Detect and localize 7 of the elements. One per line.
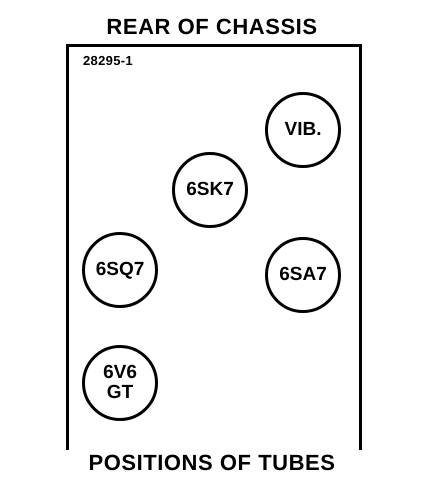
tube-label: 6SQ7 <box>94 260 146 280</box>
diagram-title: REAR OF CHASSIS <box>105 13 319 41</box>
part-number: 28295-1 <box>83 52 133 70</box>
tube-label: 6V6 GT <box>102 363 138 403</box>
tube-label: 6SA7 <box>278 265 328 285</box>
tube-label: VIB. <box>284 120 322 140</box>
tube-label: 6SK7 <box>185 180 235 200</box>
